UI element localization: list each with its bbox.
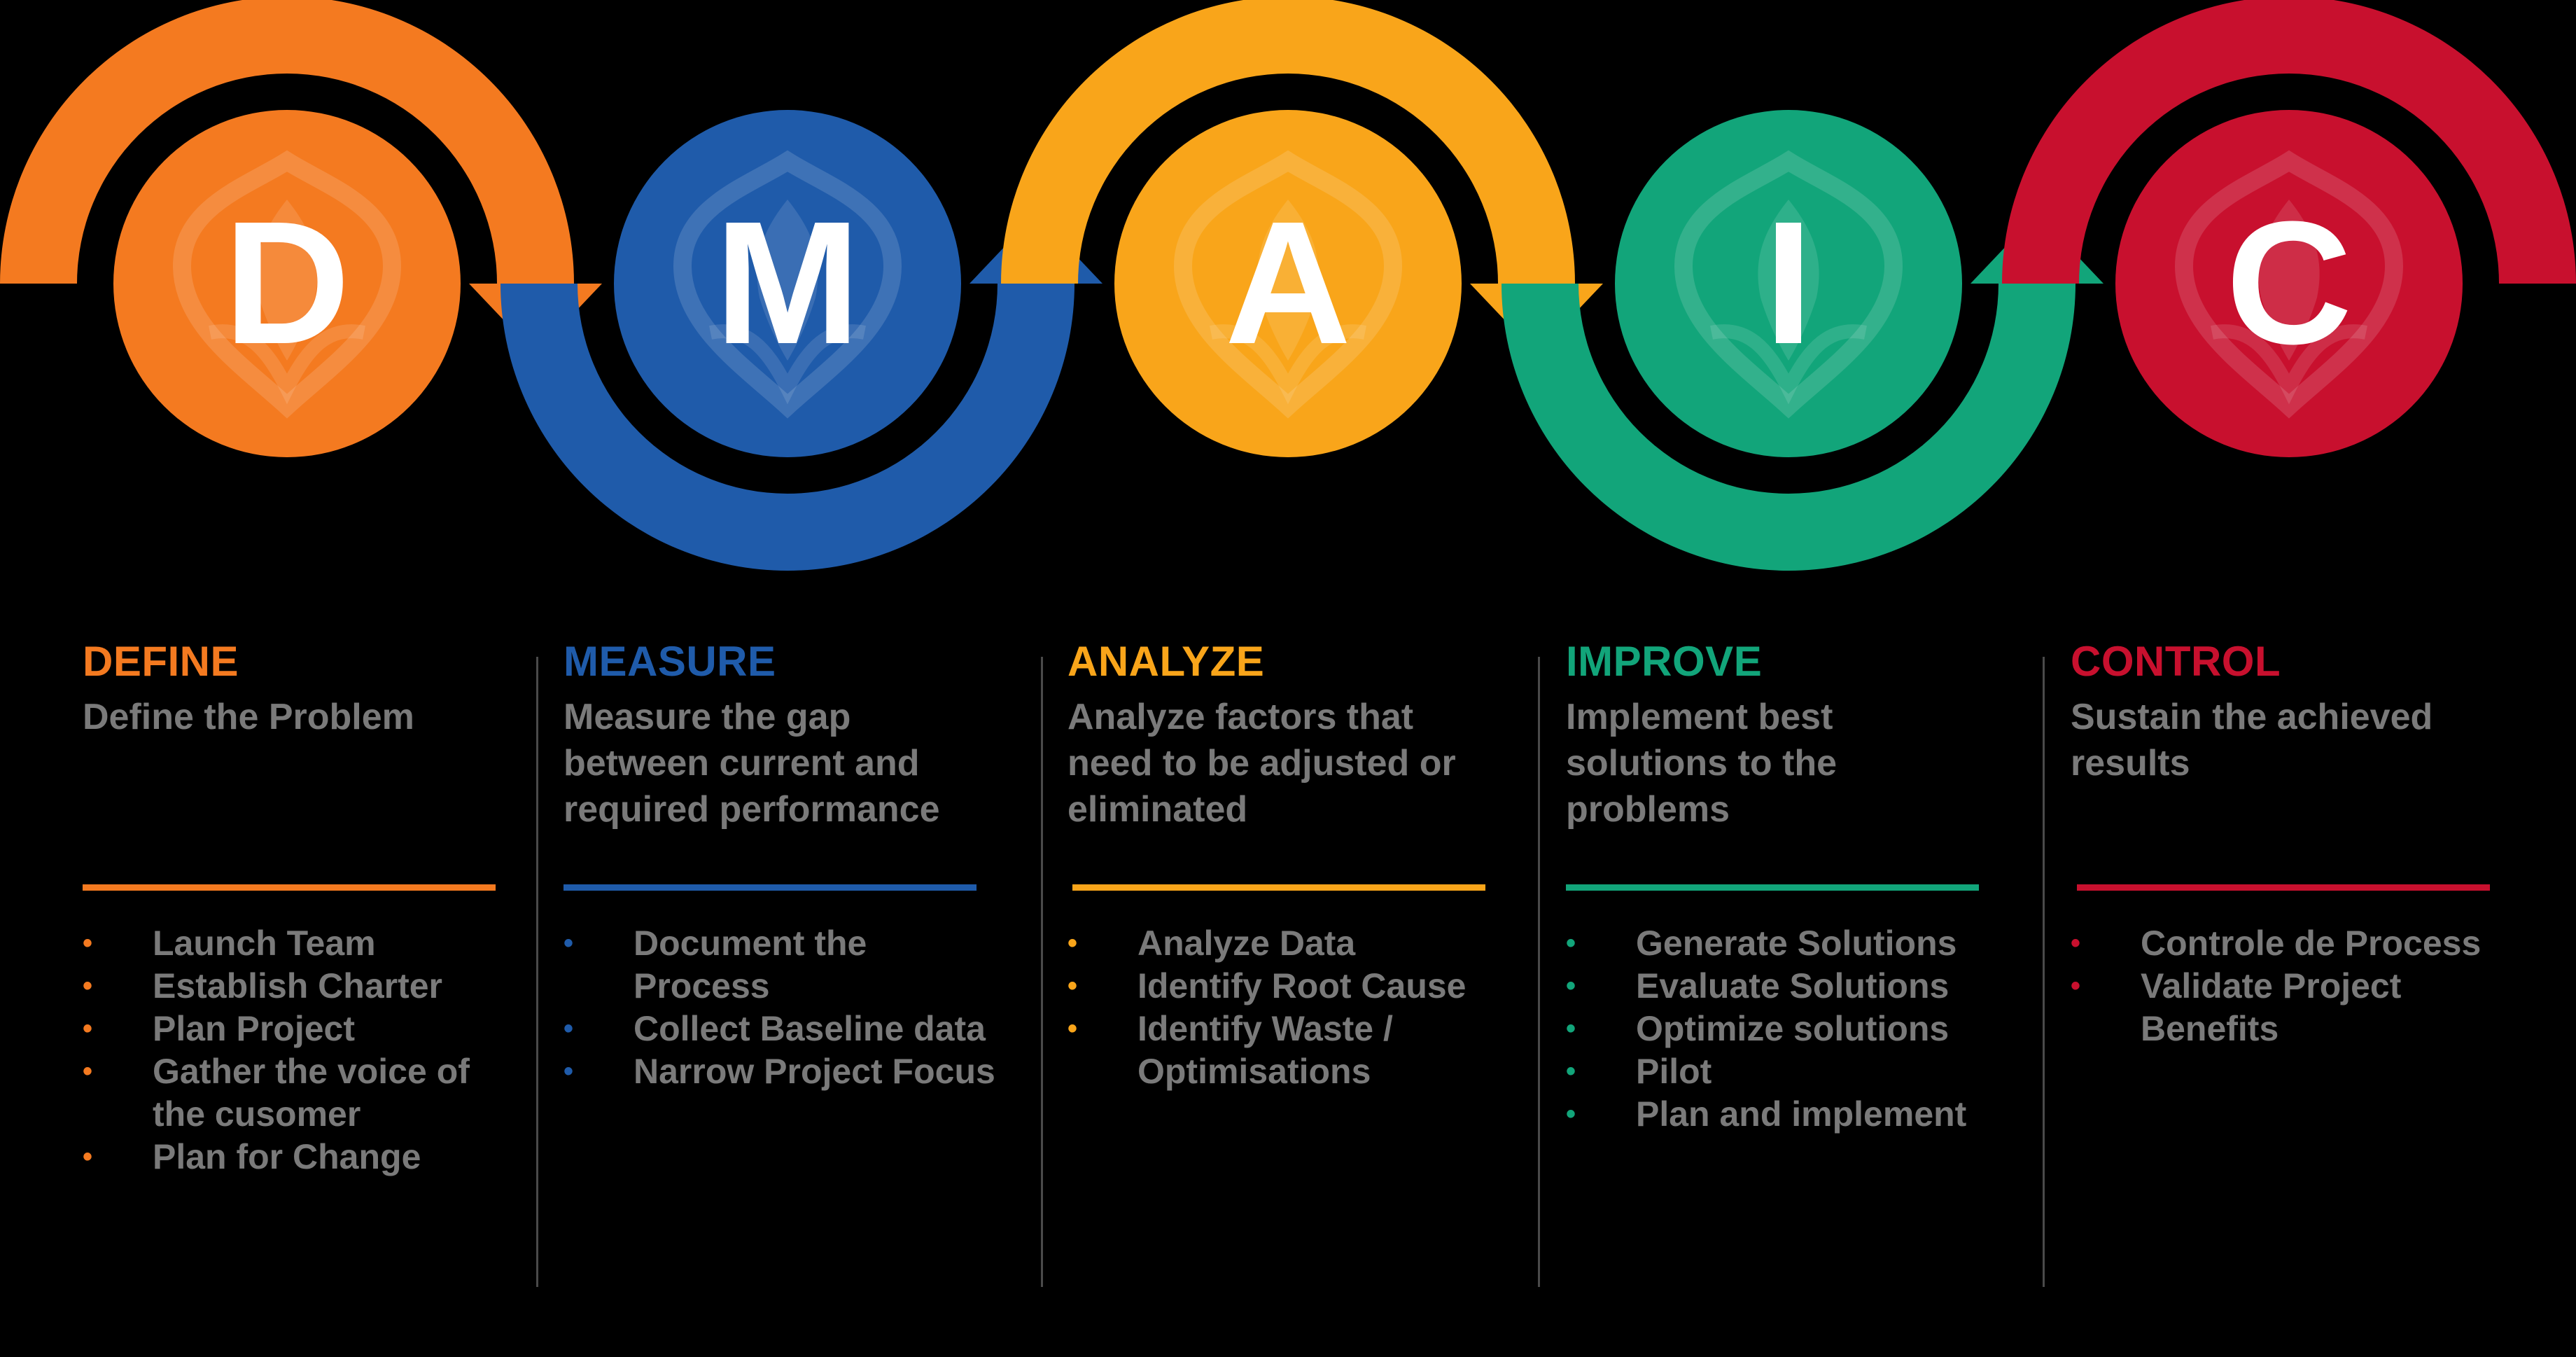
bullet-icon: • xyxy=(1566,1056,1576,1087)
phase-title: DEFINE xyxy=(83,638,239,685)
phase-description: Measure the gap between current and requ… xyxy=(564,697,940,830)
bullet-icon: • xyxy=(1566,1099,1576,1129)
column-separator xyxy=(2043,657,2045,1287)
arc-define xyxy=(0,0,574,284)
list-item: •Narrow Project Focus xyxy=(564,1050,995,1093)
phase-letter: M xyxy=(715,185,860,380)
list-item: •Plan for Change xyxy=(83,1136,470,1178)
phase-letter: D xyxy=(224,185,351,380)
phase-description: Analyze factors that need to be adjusted… xyxy=(1068,697,1456,830)
phase-divider-rule xyxy=(1566,884,1979,891)
column-control: CONTROL Sustain the achieved results •Cont… xyxy=(2071,634,2519,1048)
phase-title: CONTROL xyxy=(2071,638,2281,685)
phase-circle-control: C xyxy=(2115,110,2463,457)
list-item: •Plan and implement xyxy=(1566,1093,1966,1136)
phase-letter: A xyxy=(1225,185,1352,380)
phase-divider-rule xyxy=(564,884,976,891)
list-item: •Plan Project xyxy=(83,1008,470,1050)
arc-control xyxy=(2002,0,2576,284)
bullet-icon: • xyxy=(2071,970,2081,1001)
bullet-icon: • xyxy=(83,1013,93,1044)
arc-analyze xyxy=(1001,0,1575,284)
column-separator xyxy=(536,657,538,1287)
list-item: •Document the xyxy=(564,922,995,965)
list-item: •Identify Waste / xyxy=(1068,1008,1466,1050)
list-item: Benefits xyxy=(2141,1009,2279,1048)
list-item: •Controle de Process xyxy=(2071,922,2481,965)
column-analyze: ANALYZE Analyze factors that need to be a… xyxy=(1068,634,1516,1091)
phase-letter: I xyxy=(1764,185,1812,380)
list-item: •Validate Project xyxy=(2071,965,2481,1008)
phase-description: Define the Problem xyxy=(83,697,414,737)
list-item: •Launch Team xyxy=(83,922,470,965)
phase-task-list: •Generate Solutions•Evaluate Solutions•O… xyxy=(1566,922,1966,1136)
phase-circle-improve: I xyxy=(1615,110,1962,457)
phase-title: IMPROVE xyxy=(1566,638,1763,685)
list-item: •Pilot xyxy=(1566,1050,1966,1093)
phase-circle-analyze: A xyxy=(1114,110,1462,457)
phase-divider-rule xyxy=(83,884,496,891)
phase-title: MEASURE xyxy=(564,638,776,685)
bullet-icon: • xyxy=(564,1056,574,1087)
bullet-icon: • xyxy=(83,928,93,959)
list-item: Process xyxy=(634,966,770,1005)
bullet-icon: • xyxy=(1566,1013,1576,1044)
arc-measure xyxy=(500,284,1074,571)
phase-divider-rule xyxy=(2077,884,2490,891)
list-item: •Optimize solutions xyxy=(1566,1008,1966,1050)
bullet-icon: • xyxy=(564,928,574,959)
list-item: the cusomer xyxy=(153,1094,361,1134)
list-item: •Analyze Data xyxy=(1068,922,1466,965)
bullet-icon: • xyxy=(564,1013,574,1044)
list-item: •Generate Solutions xyxy=(1566,922,1966,965)
column-measure: MEASURE Measure the gap between current a… xyxy=(564,634,1011,1091)
column-improve: IMPROVE Implement best solutions to the p… xyxy=(1566,634,2014,1134)
bullet-icon: • xyxy=(1068,928,1078,959)
phase-circle-measure: M xyxy=(614,110,961,457)
bullet-icon: • xyxy=(2071,928,2081,959)
bullet-icon: • xyxy=(83,970,93,1001)
phase-description: Implement best solutions to the problems xyxy=(1566,697,1837,830)
bullet-icon: • xyxy=(83,1141,93,1172)
bullet-icon: • xyxy=(1068,1013,1078,1044)
list-item: •Gather the voice of xyxy=(83,1050,470,1093)
arc-improve xyxy=(1502,284,2076,571)
bullet-icon: • xyxy=(1566,928,1576,959)
phase-divider-rule xyxy=(1072,884,1485,891)
list-item: •Evaluate Solutions xyxy=(1566,965,1966,1008)
bullet-icon: • xyxy=(83,1056,93,1087)
phase-task-list: •Analyze Data•Identify Root Cause•Identi… xyxy=(1068,922,1466,1093)
phase-letter: C xyxy=(2226,185,2353,380)
phase-title: ANALYZE xyxy=(1068,638,1265,685)
column-separator xyxy=(1041,657,1043,1287)
phase-task-list: •Launch Team•Establish Charter•Plan Proj… xyxy=(83,922,470,1178)
column-separator xyxy=(1538,657,1540,1287)
phase-description: Sustain the achieved results xyxy=(2071,697,2433,784)
list-item: Optimisations xyxy=(1138,1052,1371,1091)
phase-circle-define: D xyxy=(113,110,461,457)
column-define: DEFINE Define the Problem •Launch Team•Est… xyxy=(83,634,531,1176)
list-item: •Identify Root Cause xyxy=(1068,965,1466,1008)
bullet-icon: • xyxy=(1566,970,1576,1001)
list-item: •Establish Charter xyxy=(83,965,470,1008)
list-item: •Collect Baseline data xyxy=(564,1008,995,1050)
bullet-icon: • xyxy=(1068,970,1078,1001)
